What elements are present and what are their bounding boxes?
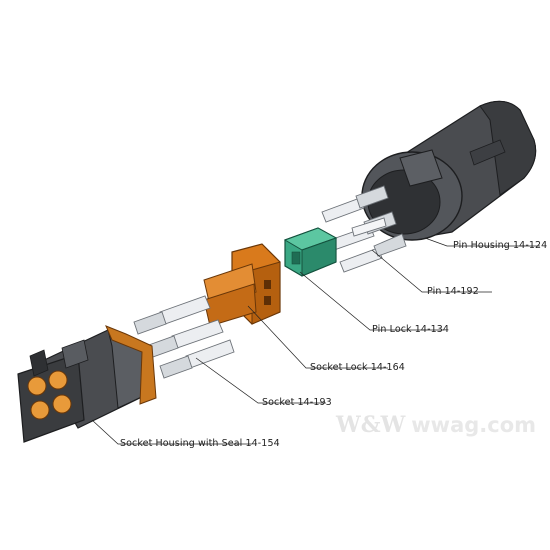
socket-housing-part	[17, 325, 157, 443]
pin-lock-part	[283, 227, 338, 277]
sockets-part	[133, 295, 235, 379]
label-socket-lock: Socket Lock 14-164	[310, 362, 405, 373]
label-socket: Socket 14-193	[262, 397, 332, 408]
label-socket-housing: Socket Housing with Seal 14-154	[120, 438, 280, 449]
watermark-site: wwag.com	[411, 413, 537, 437]
label-pin-lock: Pin Lock 14-134	[372, 324, 450, 335]
socket-lock-part	[203, 243, 281, 327]
leader-lines	[91, 237, 540, 445]
label-pin: Pin 14-192	[427, 286, 479, 297]
watermark-logo: W&W	[336, 412, 406, 438]
label-pin-housing: Pin Housing 14-124	[453, 240, 548, 251]
watermark: W&W wwag.com	[336, 412, 536, 438]
